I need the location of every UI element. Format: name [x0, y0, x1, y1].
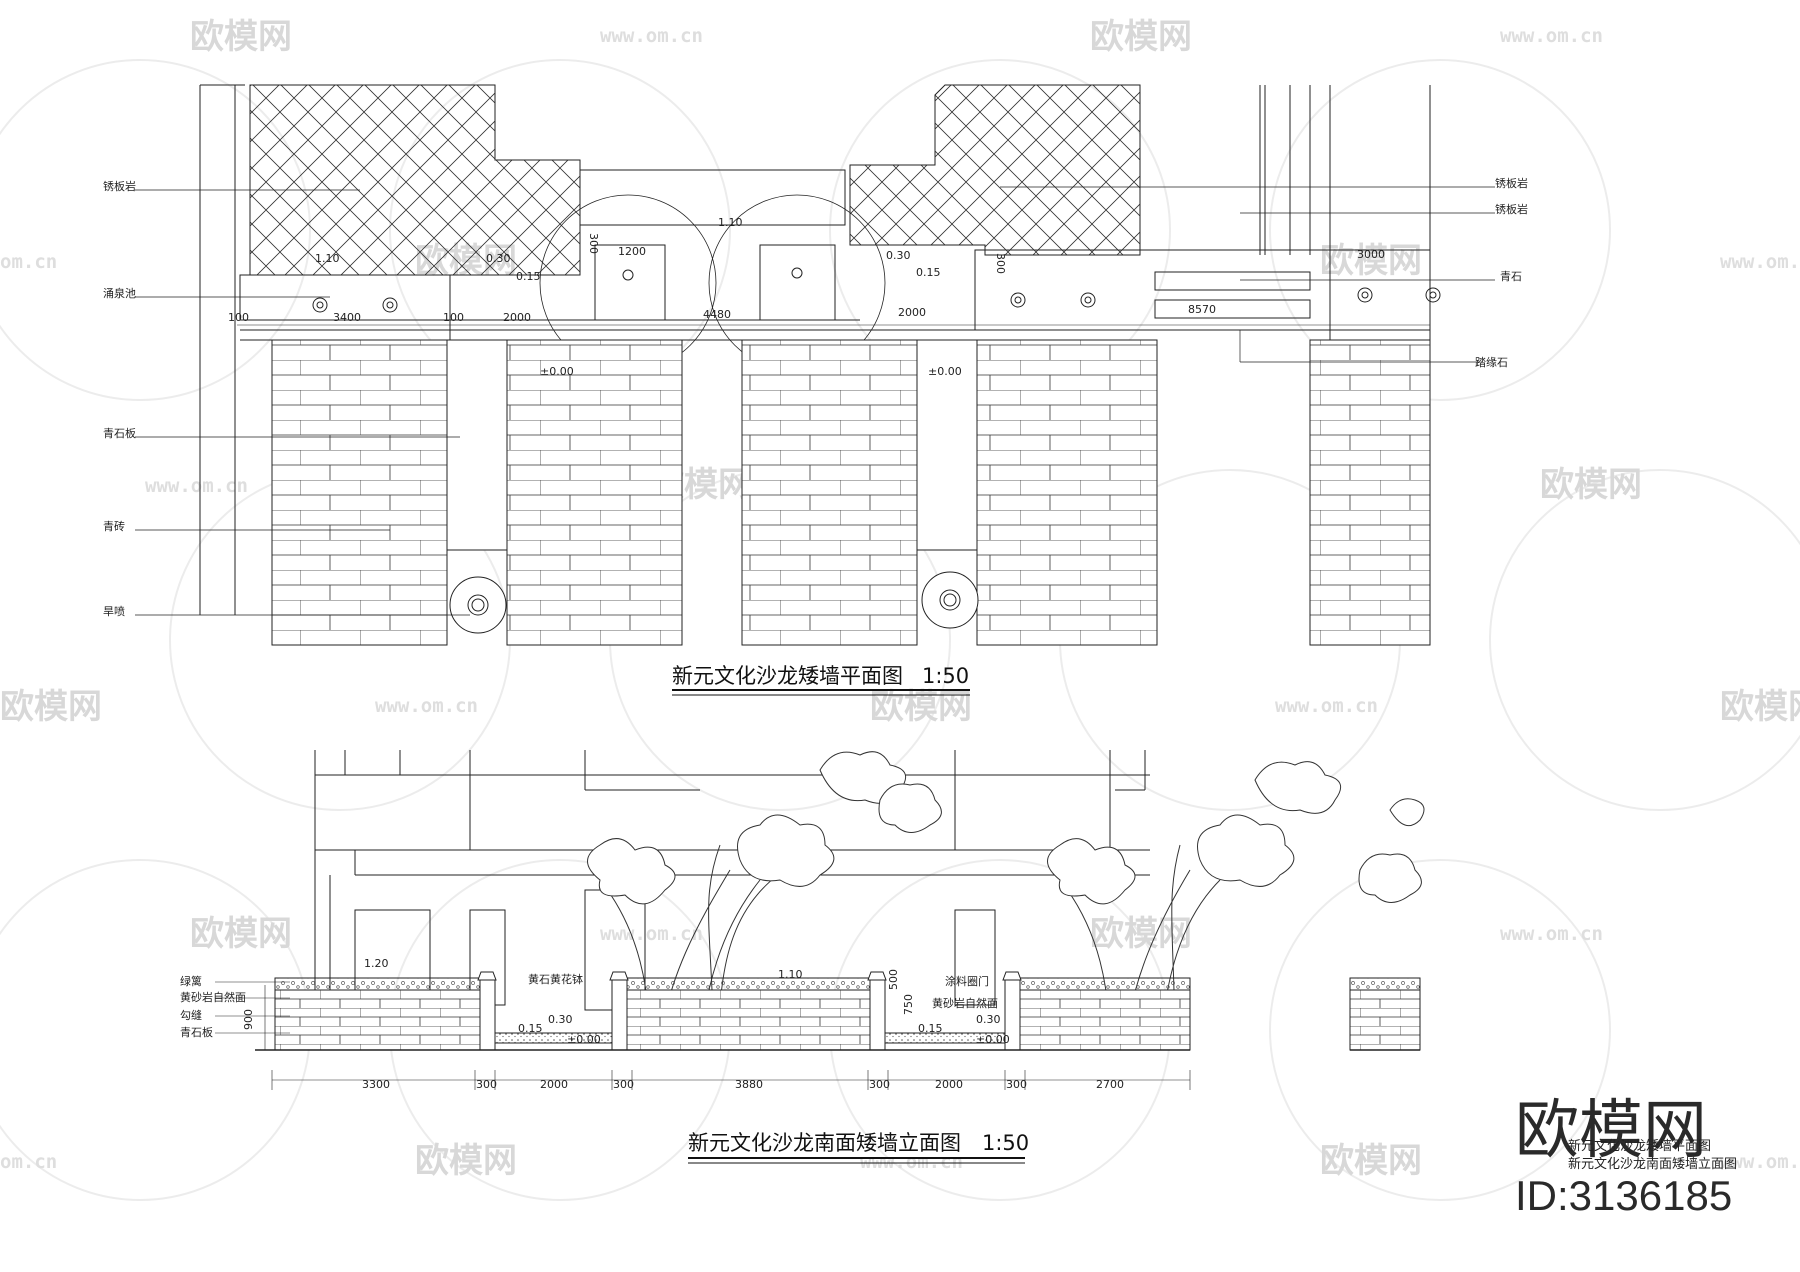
- wm-brand-7: 欧模网: [0, 687, 102, 727]
- elev-label-bluestone: 青石板: [180, 1025, 213, 1039]
- wm-brand-12: 欧模网: [415, 1141, 517, 1181]
- plan-level-2: 0.30: [486, 252, 511, 265]
- sheet-name-2: 新元文化沙龙南面矮墙立面图: [1568, 1156, 1737, 1172]
- elev-dim-300a: 300: [476, 1078, 497, 1091]
- plan-title: 新元文化沙龙矮墙平面图: [672, 664, 903, 688]
- elev-label-flower-pot: 黄石黄花钵: [528, 972, 583, 986]
- elevation-labels: 绿篱 黄砂岩自然面 勾缝 青石板 黄石黄花钵 涂料圈门 黄砂岩自然面 900 7…: [180, 957, 1124, 1164]
- elev-label-sandstone: 黄砂岩自然面: [180, 990, 246, 1004]
- plan-level-1: 1.10: [315, 252, 340, 265]
- wm-url-1: www.om.cn: [600, 25, 703, 47]
- plan-label-slate-r2: 锈板岩: [1495, 202, 1528, 216]
- plan-level-6: 0.15: [916, 266, 941, 279]
- plan-label-blue-brick: 青砖: [103, 519, 125, 533]
- elev-dim-300d: 300: [1006, 1078, 1027, 1091]
- plan-dim-300b: 300: [994, 253, 1007, 274]
- elev-label-pointing: 勾缝: [180, 1008, 202, 1022]
- wm-brand-6: 欧模网: [1540, 465, 1642, 505]
- elev-level-6: 0.30: [976, 1013, 1001, 1026]
- elev-dim-2000a: 2000: [540, 1078, 568, 1091]
- wm-url-7: www.om.cn: [375, 695, 478, 717]
- wm-url-3: om.cn: [0, 251, 57, 273]
- model-id: ID:3136185: [1515, 1172, 1732, 1219]
- plan-label-bluestone: 青石: [1500, 270, 1522, 283]
- plan-view: [135, 84, 1495, 646]
- elev-label-hedge: 绿篱: [180, 974, 202, 988]
- wm-url-5: www.om.cn: [145, 475, 248, 497]
- plan-level-7: ±0.00: [540, 365, 574, 378]
- brand-logo-text: 欧模网: [1515, 1094, 1707, 1168]
- plan-label-fountain-pool: 涌泉池: [103, 286, 136, 300]
- plan-level-8: ±0.00: [928, 365, 962, 378]
- wm-brand-10: 欧模网: [190, 914, 292, 954]
- wm-brand-2: 欧模网: [1090, 17, 1192, 57]
- wm-url-13: www.om.cn: [1720, 1151, 1800, 1173]
- wm-brand-8: 欧模网: [870, 687, 972, 727]
- elev-level-4: ±0.00: [567, 1033, 601, 1046]
- wm-url-10: www.om.cn: [1500, 923, 1603, 945]
- elev-label-painted-gate: 涂料圈门: [945, 974, 989, 988]
- wm-brand-4: 欧模网: [1320, 241, 1422, 281]
- plan-label-dry-fountain: 旱喷: [103, 605, 125, 618]
- elev-level-1: 1.20: [364, 957, 389, 970]
- plan-level-5: 0.30: [886, 249, 911, 262]
- elevation-scale: 1:50: [982, 1131, 1029, 1155]
- elevation-view: [215, 750, 1425, 1090]
- elev-level-5: 1.10: [778, 968, 803, 981]
- elev-dim-2700: 2700: [1096, 1078, 1124, 1091]
- elev-dim-300b: 300: [613, 1078, 634, 1091]
- plan-labels: 锈板岩 涌泉池 青石板 青砖 旱喷 锈板岩 锈板岩 青石 踏缘石 100 340…: [103, 176, 1528, 696]
- plan-dim-2000b: 2000: [898, 306, 926, 319]
- plan-dim-3400: 3400: [333, 311, 361, 324]
- elev-vdim-500: 500: [887, 969, 900, 990]
- wm-url-2: www.om.cn: [1500, 25, 1603, 47]
- plan-dim-2000a: 2000: [503, 311, 531, 324]
- plan-label-slate-r1: 锈板岩: [1495, 176, 1528, 190]
- brand-block: 欧模网 新元文化沙龙矮墙平面图 新元文化沙龙南面矮墙立面图 ID:3136185: [1515, 1094, 1737, 1219]
- plan-dim-8570: 8570: [1188, 303, 1216, 316]
- elev-level-7: 0.15: [918, 1022, 943, 1035]
- elev-vdim-900: 900: [242, 1009, 255, 1030]
- elev-dim-300c: 300: [869, 1078, 890, 1091]
- elevation-title: 新元文化沙龙南面矮墙立面图: [688, 1131, 961, 1155]
- plan-level-4: 1.10: [718, 216, 743, 229]
- elev-dim-2000b: 2000: [935, 1078, 963, 1091]
- plan-dim-100b: 100: [443, 311, 464, 324]
- plan-dim-300a: 300: [587, 233, 600, 254]
- wm-url-4: www.om.cn: [1720, 251, 1800, 273]
- wm-url-11: om.cn: [0, 1151, 57, 1173]
- wm-url-12: www.om.cn: [860, 1151, 963, 1173]
- sheet-name-1: 新元文化沙龙矮墙平面图: [1568, 1138, 1711, 1154]
- elev-dim-3880: 3880: [735, 1078, 763, 1091]
- plan-label-bluestone-slab: 青石板: [103, 426, 136, 440]
- wm-brand-11: 欧模网: [1090, 914, 1192, 954]
- plan-dim-100a: 100: [228, 311, 249, 324]
- wm-url-8: www.om.cn: [1275, 695, 1378, 717]
- wm-brand-1: 欧模网: [190, 17, 292, 57]
- wm-brand-9: 欧模网: [1720, 687, 1800, 727]
- wm-url-9: www.om.cn: [600, 923, 703, 945]
- plan-level-3: 0.15: [516, 270, 541, 283]
- plan-scale: 1:50: [922, 664, 969, 688]
- elev-vdim-750: 750: [902, 994, 915, 1015]
- plan-label-slate: 锈板岩: [103, 179, 136, 193]
- elev-level-3: 0.15: [518, 1022, 543, 1035]
- elev-dim-3300: 3300: [362, 1078, 390, 1091]
- plan-dim-3000: 3000: [1357, 248, 1385, 261]
- wm-brand-13: 欧模网: [1320, 1141, 1422, 1181]
- plan-dim-1200: 1200: [618, 245, 646, 258]
- elev-label-sandstone-mid: 黄砂岩自然面: [932, 996, 998, 1010]
- plan-label-curbstone: 踏缘石: [1475, 355, 1508, 369]
- plan-dim-4480: 4480: [703, 308, 731, 321]
- elev-level-8: ±0.00: [976, 1033, 1010, 1046]
- elev-level-2: 0.30: [548, 1013, 573, 1026]
